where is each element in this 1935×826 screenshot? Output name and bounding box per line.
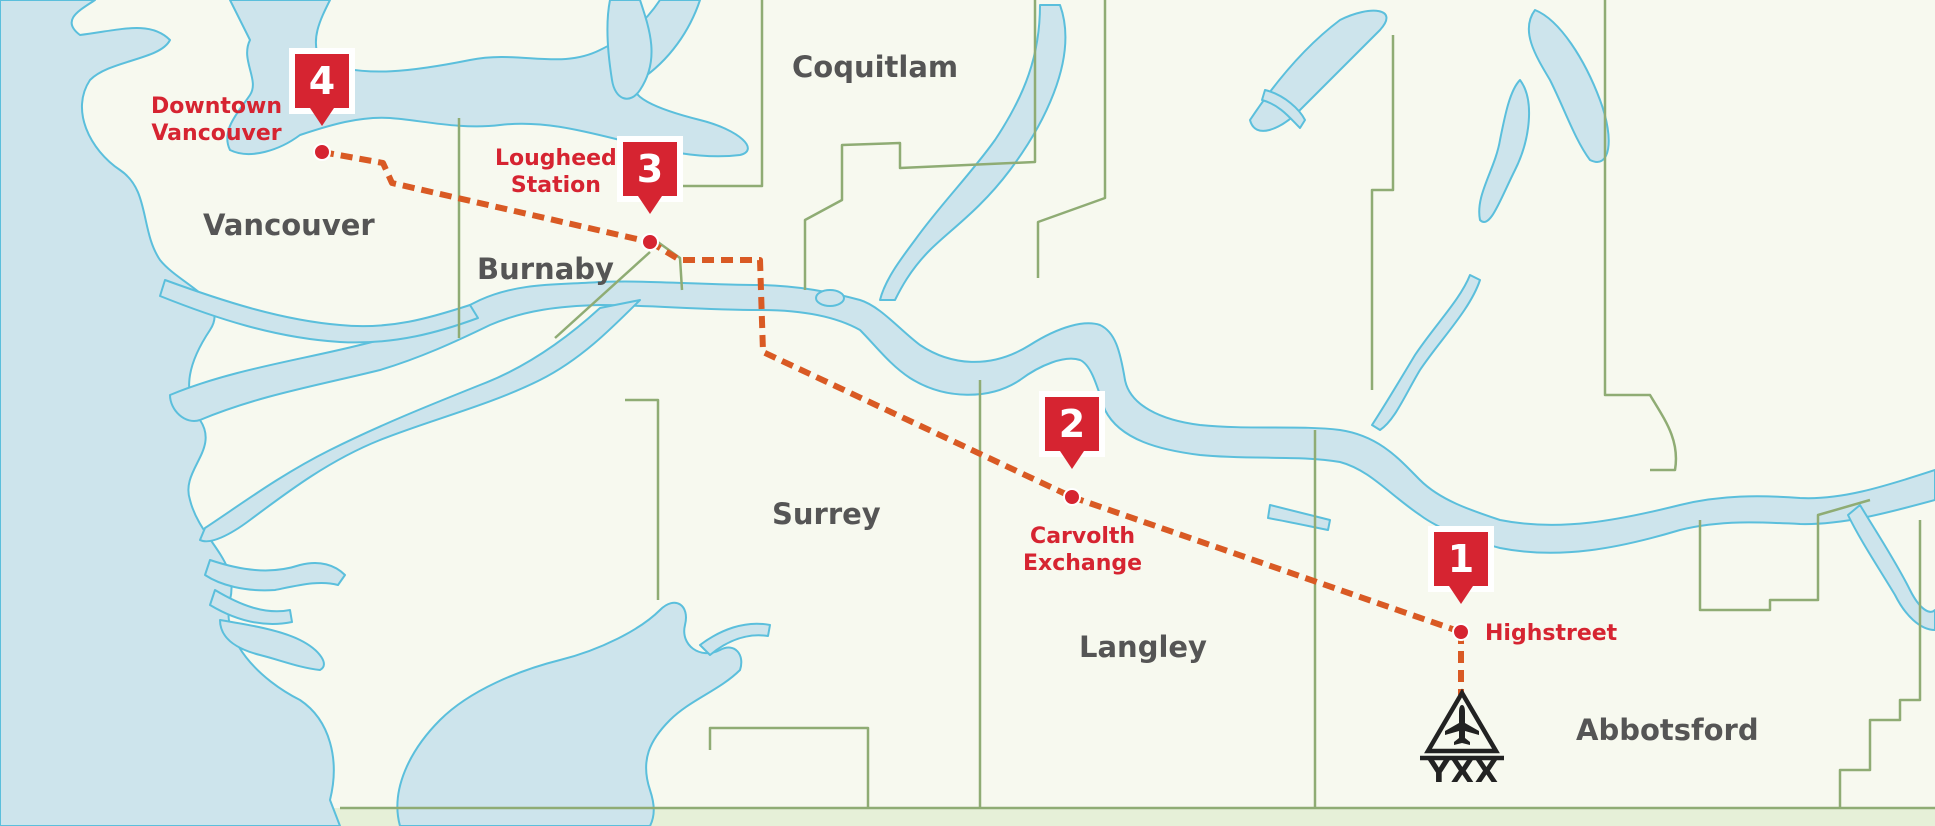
stop-label-4-line-2: Vancouver	[151, 121, 282, 146]
deer-lake	[815, 289, 845, 307]
creek-east	[1261, 89, 1306, 129]
creek-north	[1371, 274, 1481, 431]
stop-number-4: 4	[289, 48, 355, 114]
delta-islands	[219, 619, 325, 671]
boundary-abbotsford-east	[1698, 498, 1871, 612]
fraser-north-arm	[159, 279, 479, 344]
stop-label-3-line-1: Lougheed	[495, 146, 617, 171]
region-surrey: Surrey	[772, 497, 881, 531]
stop-dot-3[interactable]	[641, 233, 659, 251]
stop-label-4-line-1: Downtown	[151, 94, 282, 119]
region-burnaby: Burnaby	[477, 252, 614, 286]
sumas-river	[1847, 504, 1935, 631]
stop-label-3-line-2: Station	[510, 173, 601, 198]
fraser-river	[169, 280, 1935, 554]
boundary-coquitlam-east-2	[1036, 0, 1107, 278]
stop-dot-1[interactable]	[1452, 623, 1470, 641]
bus-route	[321, 149, 1464, 695]
stop-number-2: 2	[1039, 391, 1105, 457]
boundary-far-east	[1838, 520, 1922, 808]
small-lake	[1478, 79, 1531, 223]
boundary-burnaby-coquitlam	[658, 0, 764, 188]
stop-marker-3[interactable]: 3	[617, 136, 683, 236]
burrard-inlet	[226, 0, 749, 158]
stop-label-2-line-2: Exchange	[1023, 551, 1143, 576]
stop-label-1-line-1: Highstreet	[1485, 621, 1618, 646]
stop-number-3: 3	[617, 136, 683, 202]
nicomekl-river	[699, 622, 771, 656]
delta-channel-2	[209, 589, 293, 625]
region-coquitlam: Coquitlam	[792, 50, 959, 84]
stop-marker-2[interactable]: 2	[1039, 391, 1105, 491]
stop-label-3: Lougheed Station	[495, 145, 617, 199]
region-abbotsford: Abbotsford	[1576, 713, 1759, 747]
marker-pointer	[1449, 586, 1473, 604]
stop-label-1: Highstreet	[1485, 620, 1617, 647]
boundary-maple-ridge	[1370, 35, 1395, 390]
route-segment-3-2	[648, 239, 1074, 500]
stop-label-2-line-1: Carvolth	[1030, 524, 1136, 549]
indian-arm	[606, 0, 653, 100]
boundary-bay	[396, 601, 743, 826]
region-vancouver: Vancouver	[203, 208, 375, 242]
route-segment-2-1	[1071, 494, 1462, 635]
region-langley: Langley	[1079, 630, 1207, 664]
boundary-coquitlam-east	[803, 0, 1037, 290]
boundary-burnaby-newwest	[554, 251, 651, 339]
boundary-surrey-south	[708, 726, 870, 808]
stop-marker-1[interactable]: 1	[1428, 526, 1494, 626]
route-segment-4-3	[321, 149, 651, 245]
fraser-south-arm	[199, 299, 641, 543]
municipal-boundaries	[340, 0, 1935, 810]
marker-pointer	[310, 108, 334, 126]
pitt-river	[879, 4, 1067, 301]
stop-dot-2[interactable]	[1063, 488, 1081, 506]
delta-channel-1	[204, 559, 346, 592]
marker-pointer	[1060, 451, 1084, 469]
stop-dot-4[interactable]	[313, 143, 331, 161]
airplane-silhouette	[1445, 705, 1479, 745]
boundary-newwest-surrey	[654, 238, 684, 291]
stop-label-2: Carvolth Exchange	[1023, 523, 1142, 577]
stave-lake	[1527, 9, 1610, 163]
airport-triangle	[1424, 688, 1500, 754]
boundary-mission	[1603, 0, 1678, 472]
marker-pointer	[638, 196, 662, 214]
boundary-surrey-north	[625, 398, 660, 600]
airplane-icon[interactable]	[1420, 688, 1504, 761]
airport-code: YXX	[1428, 755, 1499, 790]
stop-label-4: Downtown Vancouver	[151, 93, 282, 147]
stop-marker-4[interactable]: 4	[289, 48, 355, 148]
stop-number-1: 1	[1428, 526, 1494, 592]
stop-dots	[313, 143, 1470, 641]
